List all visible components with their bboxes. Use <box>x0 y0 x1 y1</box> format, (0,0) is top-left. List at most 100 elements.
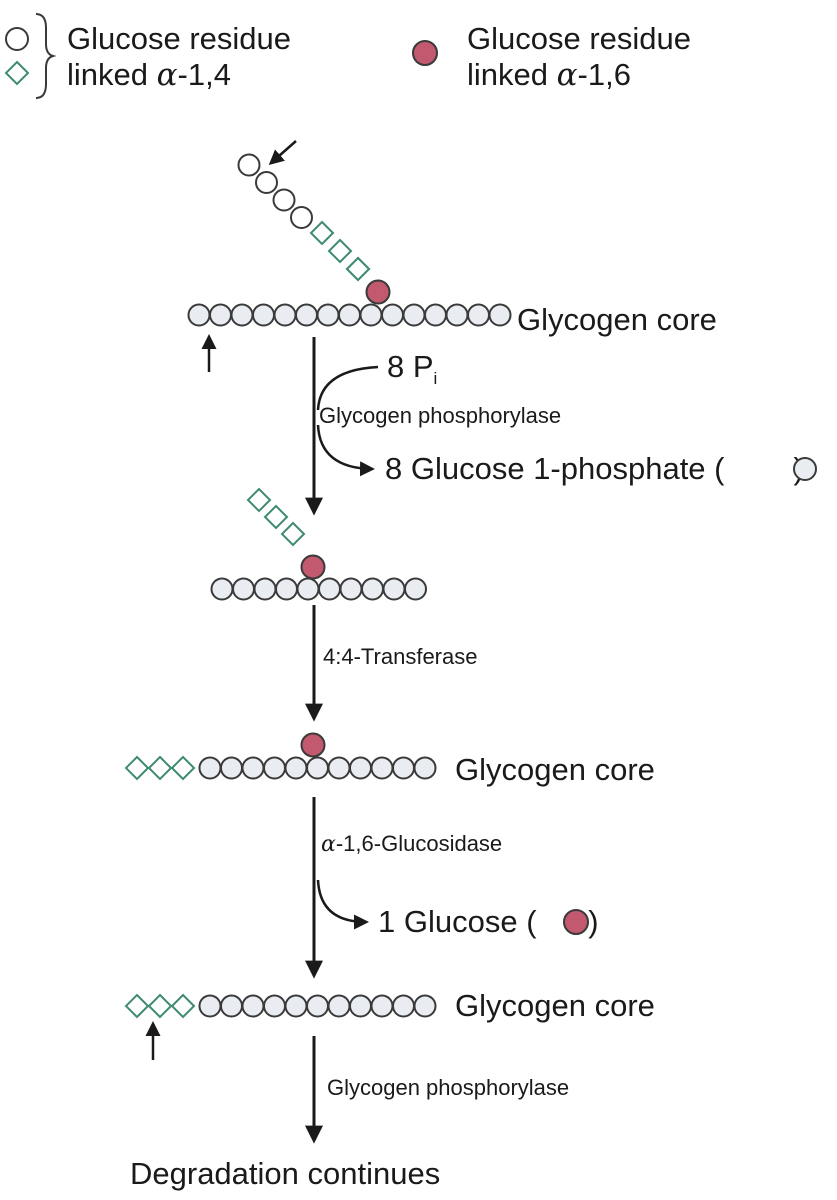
glucose-residue-diamond <box>263 504 289 530</box>
glucose-residue <box>381 303 404 327</box>
step-1-output-label: 8 Glucose 1-phosphate (0000) <box>385 451 804 486</box>
glucose-residue <box>295 303 318 327</box>
glucose-residue <box>290 206 313 229</box>
glucose-residue <box>253 577 277 601</box>
step-1: 8 Pi Glycogen phosphorylase 8 Glucose 1-… <box>305 337 817 516</box>
legend-open-circle-label-line1: Glucose residue <box>67 21 291 56</box>
glucose-residue <box>209 303 232 327</box>
glucose-residue-diamond <box>327 238 353 264</box>
legend-filled-circle-label-line1: Glucose residue <box>467 21 691 56</box>
glucose-residue <box>327 756 351 780</box>
glucose-residue <box>198 756 222 780</box>
glucose-residue <box>467 303 490 327</box>
glucose-residue <box>392 756 415 780</box>
glucose-residue <box>392 994 415 1018</box>
step-1-product-glucose-icon <box>793 457 817 481</box>
glucose-residue-diamond <box>124 993 150 1019</box>
step-3-product-glucose-icon <box>563 909 589 935</box>
glucose-residue <box>318 577 341 601</box>
glucose-residue <box>275 577 298 601</box>
glucose-residue-diamond <box>280 521 306 547</box>
branch-point-residue <box>365 279 391 305</box>
legend-filled-circle-icon <box>412 40 438 66</box>
step-4-enzyme-label: Glycogen phosphorylase <box>327 1075 569 1100</box>
glucose-residue <box>488 303 512 327</box>
glucose-residue-diamond <box>246 487 272 513</box>
glucose-residue <box>361 577 384 601</box>
glucose-residue-diamond <box>345 256 371 282</box>
glucose-residue <box>445 303 469 327</box>
glucose-residue <box>198 994 222 1018</box>
glucose-residue <box>272 188 296 212</box>
glucose-residue <box>237 153 261 177</box>
glucose-residue <box>402 303 426 327</box>
glucose-residue <box>306 994 329 1018</box>
glucose-residue <box>349 756 372 780</box>
legend-filled-circle-label-line2: linked α-1,6 <box>467 57 631 93</box>
legend-brace-icon <box>35 13 57 99</box>
glucose-residue <box>349 994 372 1018</box>
step-2-enzyme-label: 4:4-Transferase <box>323 644 477 669</box>
glucose-residue <box>382 577 406 601</box>
glucose-residue <box>187 303 211 327</box>
step-1-input-arrow <box>316 365 379 411</box>
glucose-residue <box>359 303 383 327</box>
glycogen-structure-3 <box>124 732 437 781</box>
step-1-output-arrow <box>316 424 375 477</box>
glycogen-core-label-2: Glycogen core <box>455 752 655 787</box>
glucose-residue <box>241 756 265 780</box>
glucose-residue <box>413 756 437 780</box>
glucose-residue-diamond <box>170 755 196 781</box>
glucose-residue <box>241 994 265 1018</box>
legend: Glucose residue linked α-1,4 Glucose res… <box>4 13 691 99</box>
step-4: Glycogen phosphorylase <box>305 1036 569 1144</box>
glucose-residue-diamond <box>147 993 173 1019</box>
step-1-enzyme-label: Glycogen phosphorylase <box>319 403 561 428</box>
glucose-residue <box>339 577 363 601</box>
glucose-residue <box>230 303 254 327</box>
glucose-residue <box>306 756 329 780</box>
glucose-residue <box>232 577 255 601</box>
glucose-residue <box>370 994 394 1018</box>
glucose-residue <box>316 303 340 327</box>
legend-open-circle-icon <box>5 27 29 51</box>
glycogen-core-label-3: Glycogen core <box>455 988 655 1023</box>
glucose-residue <box>255 171 278 194</box>
glucose-residue <box>263 994 286 1018</box>
branch-point-residue <box>300 732 326 758</box>
step-3-enzyme-label: α-1,6-Glucosidase <box>321 831 502 857</box>
glucose-residue <box>404 577 427 601</box>
glucose-residue <box>413 994 437 1018</box>
glucose-residue <box>284 756 308 780</box>
glycogen-structure-2 <box>210 487 427 601</box>
glucose-residue-diamond <box>147 755 173 781</box>
glycogen-structure-4 <box>124 993 437 1019</box>
glucose-residue <box>273 303 297 327</box>
glucose-residue <box>220 756 243 780</box>
legend-diamond-icon <box>4 60 30 86</box>
glucose-residue-diamond <box>124 755 150 781</box>
step-3-output-arrow <box>316 879 369 930</box>
branch-point-residue <box>300 554 326 580</box>
glucose-residue <box>296 577 320 601</box>
glucose-residue <box>210 577 234 601</box>
glucose-residue-diamond <box>309 220 335 246</box>
glycogen-structure-1 <box>187 153 512 327</box>
legend-open-circle-label-line2: linked α-1,4 <box>67 57 231 93</box>
step-2: 4:4-Transferase <box>305 605 477 722</box>
glucose-residue <box>252 303 275 327</box>
glucose-residue <box>220 994 243 1018</box>
step-1-input-label: 8 Pi <box>387 349 437 388</box>
glucose-residue <box>370 756 394 780</box>
step-3: α-1,6-Glucosidase 1 Glucose (000) <box>305 797 599 979</box>
glucose-residue-diamond <box>170 993 196 1019</box>
glucose-residue <box>284 994 308 1018</box>
glucose-residue <box>263 756 286 780</box>
nonreducing-end-arrow-icon <box>268 140 297 165</box>
final-label: Degradation continues <box>130 1156 440 1191</box>
glucose-residue <box>327 994 351 1018</box>
glycogen-core-label-1: Glycogen core <box>517 302 717 337</box>
glucose-residue <box>338 303 361 327</box>
glucose-residue <box>424 303 447 327</box>
